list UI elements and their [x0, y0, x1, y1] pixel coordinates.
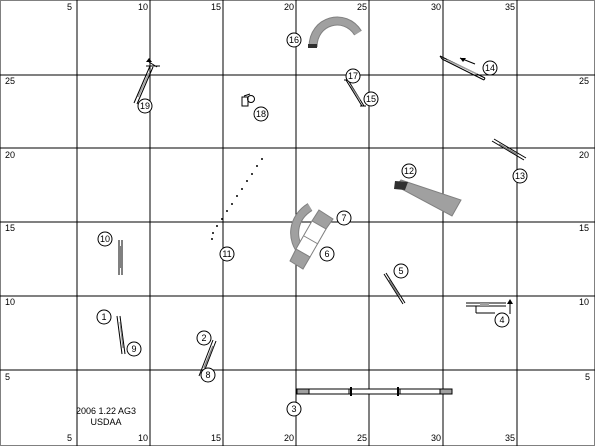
obstacle-number-label: 11: [222, 249, 231, 259]
obstacle-number-label: 15: [366, 94, 376, 104]
y-ticks-right: 25 20 15 10 5: [579, 76, 590, 382]
course-caption-date: 2006 1.22 AG3: [76, 406, 136, 416]
aframe-6: [289, 203, 334, 270]
obstacle-number-label: 14: [485, 63, 495, 73]
obstacle-number-label: 16: [289, 35, 299, 45]
y-tick-left: 5: [5, 372, 10, 382]
obstacle-number-label: 3: [291, 404, 296, 414]
obstacle-number-17: 17: [345, 68, 361, 84]
y-tick-left: 25: [5, 76, 15, 86]
obstacle-number-label: 12: [404, 166, 414, 176]
jump-15: [344, 79, 366, 107]
dogwalk-3: [296, 387, 453, 396]
y-tick-right: 25: [579, 76, 589, 86]
obstacle-number-8: 8: [200, 367, 216, 383]
y-ticks-left: 25 20 15 10 5: [5, 76, 15, 382]
tire-18: [241, 93, 255, 107]
obstacle-number-label: 13: [515, 171, 525, 181]
x-tick-top: 20: [284, 2, 294, 12]
obstacle-number-label: 19: [140, 101, 150, 111]
obstacle-number-label: 10: [100, 234, 110, 244]
obstacle-number-13: 13: [512, 168, 528, 184]
obstacle-number-label: 5: [398, 266, 403, 276]
obstacle-number-7: 7: [336, 210, 352, 226]
x-tick-top: 10: [138, 2, 148, 12]
x-tick-top: 35: [505, 2, 515, 12]
obstacle-number-3: 3: [286, 401, 302, 417]
y-tick-left: 10: [5, 297, 15, 307]
x-tick-bottom: 25: [357, 433, 367, 443]
y-tick-right: 20: [579, 150, 589, 160]
course-caption-org: USDAA: [90, 417, 121, 427]
x-tick-bottom: 35: [505, 433, 515, 443]
obstacle-number-1: 1: [96, 309, 112, 325]
jump-19: [133, 58, 160, 105]
x-tick-top: 25: [357, 2, 367, 12]
obstacle-number-label: 7: [341, 213, 346, 223]
jump-14: [439, 55, 486, 81]
obstacle-number-label: 4: [499, 315, 504, 325]
obstacle-number-label: 1: [101, 312, 106, 322]
tunnel-16-entry: [308, 44, 317, 48]
obstacle-number-4: 4: [494, 312, 510, 328]
obstacle-number-5: 5: [393, 263, 409, 279]
obstacle-number-9: 9: [126, 341, 142, 357]
x-tick-top: 15: [211, 2, 221, 12]
x-tick-bottom: 30: [431, 433, 441, 443]
x-tick-top: 5: [67, 2, 72, 12]
obstacle-number-14: 14: [482, 60, 498, 76]
weave-poles: [211, 158, 263, 240]
obstacle-number-label: 6: [324, 249, 329, 259]
x-ticks-top: 5 10 15 20 25 30 35: [67, 2, 515, 12]
obstacle-number-12: 12: [401, 163, 417, 179]
obstacle-number-label: 18: [256, 109, 266, 119]
x-ticks-bottom: 5 10 15 20 25 30 35: [67, 433, 515, 443]
obstacle-number-15: 15: [363, 91, 379, 107]
y-tick-left: 15: [5, 223, 15, 233]
x-tick-bottom: 15: [211, 433, 221, 443]
x-tick-top: 30: [431, 2, 441, 12]
obstacle-number-6: 6: [319, 246, 335, 262]
obstacle-numbers: 1 2 3 4 5 6 7: [96, 32, 528, 417]
obstacle-number-16: 16: [286, 32, 302, 48]
chute-12: [394, 179, 462, 217]
x-tick-bottom: 5: [67, 433, 72, 443]
jump-13: [491, 138, 527, 161]
obstacle-number-label: 8: [205, 370, 210, 380]
obstacle-number-label: 9: [131, 344, 136, 354]
y-tick-left: 20: [5, 150, 15, 160]
x-tick-bottom: 20: [284, 433, 294, 443]
obstacle-number-label: 2: [201, 333, 206, 343]
obstacle-number-11: 11: [219, 246, 235, 262]
jump-1: [116, 315, 126, 355]
obstacle-number-18: 18: [253, 106, 269, 122]
jump-5: [383, 272, 406, 305]
obstacle-number-19: 19: [137, 98, 153, 114]
obstacle-number-label: 17: [348, 71, 358, 81]
obstacle-number-10: 10: [97, 231, 113, 247]
y-tick-right: 15: [579, 223, 589, 233]
y-tick-right: 10: [579, 297, 589, 307]
tunnel-16: [308, 16, 362, 48]
x-tick-bottom: 10: [138, 433, 148, 443]
y-tick-right: 5: [585, 372, 590, 382]
start-4: [466, 299, 513, 314]
obstacle-number-2: 2: [196, 330, 212, 346]
jump-10: [118, 240, 123, 275]
